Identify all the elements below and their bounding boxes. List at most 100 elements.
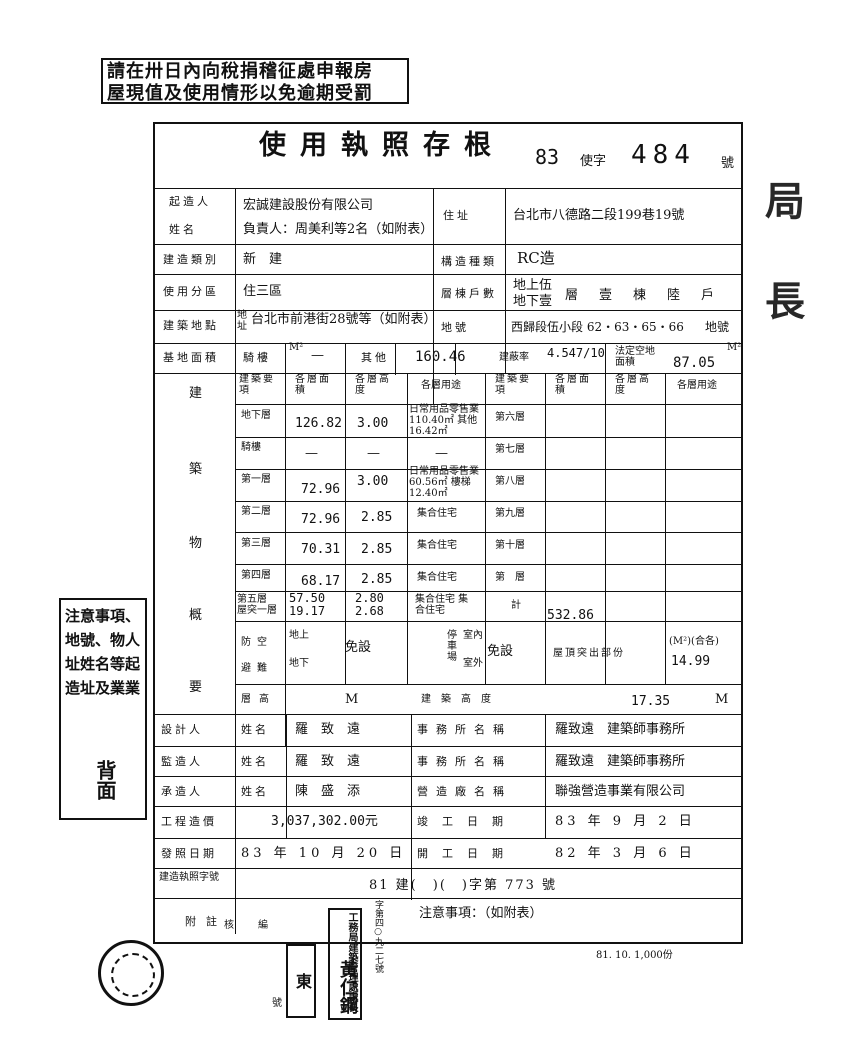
zone-label: 使用分區 (163, 285, 219, 298)
total-label: 計 (511, 600, 521, 611)
floor-height: 2.85 (361, 572, 393, 587)
floor2-label: 第十層 (495, 540, 525, 551)
floor2-label: 第八層 (495, 476, 525, 487)
bldg-side-1: 建 (189, 386, 203, 401)
applicant-address: 台北市八德路二段199巷19號 (513, 208, 685, 223)
bldg-side-4: 概 (189, 608, 203, 623)
lot-label: 地號 (441, 321, 469, 334)
permit-char: 使字 (580, 154, 607, 169)
applicant-rep: 負責人：周美利等2名（如附表） (243, 222, 434, 237)
cost-label: 工程造價 (161, 815, 217, 828)
floors-below: 地下壹 (513, 294, 553, 309)
floor-area: — (305, 446, 318, 461)
other-label: 其他 (361, 351, 389, 364)
floor-height: 3.00 (357, 416, 389, 431)
contractor-office-label: 營造廠名稱 (417, 785, 512, 798)
floor-area: 126.82 (295, 416, 342, 431)
form-footer: 81. 10. 1,000份 (596, 950, 673, 961)
roof-value: 14.99 (671, 654, 711, 669)
coverage-label: 建蔽率 (499, 352, 529, 363)
col-height-2: 各層高度 (615, 374, 651, 396)
parking-label: 停車場 (447, 630, 457, 663)
chief-stamp: 工務局建築管理處處長 (328, 908, 362, 1020)
total-area: 532.86 (547, 608, 594, 623)
floors-label: 層棟戶數 (441, 287, 497, 300)
floor-height: — (367, 446, 380, 461)
floor-area: 68.17 (301, 574, 341, 589)
open-unit: M² (727, 342, 742, 353)
lot-suffix: 地號 (705, 320, 730, 334)
floor-area: 72.96 (301, 512, 341, 527)
roof-label: 屋頂突出部份 (553, 648, 625, 659)
chief-stamp-text: 工務局建築管理處處長 (346, 912, 357, 1012)
supervisor-office: 羅致遠 建築師事務所 (555, 754, 686, 769)
done-value: 83 年 9 月 2 日 (555, 814, 696, 829)
floor-label: 第四層 (241, 570, 271, 581)
remarks-label: 附註 (185, 915, 227, 928)
col-item: 建築要項 (239, 374, 275, 396)
area-label: 基地面積 (163, 351, 219, 364)
start-label: 開工日期 (417, 847, 517, 860)
bldg-height-unit: M (715, 692, 729, 707)
parking-in: 室內 (463, 630, 483, 641)
col-area-2: 各層面積 (555, 374, 591, 396)
check-label: 核 (224, 920, 234, 931)
side-note-text: 注意事項、地號、物人址姓名等起造址及業業 (65, 607, 141, 697)
other-value: 160.46 (415, 349, 466, 365)
floor2-label: 第七層 (495, 444, 525, 455)
open-value: 87.05 (673, 355, 716, 371)
lot-value: 西歸段伍小段 62‧63‧65‧66 (511, 320, 684, 334)
shelter-below: 地下 (289, 658, 309, 669)
col-use: 各層用途 (421, 380, 461, 391)
permit-label: 建造執照字號 (159, 872, 219, 883)
floor-area: 70.31 (301, 542, 341, 557)
contractor-label: 承造人 (161, 785, 203, 798)
type-value: 新 建 (243, 252, 283, 267)
start-value: 82 年 3 月 6 日 (555, 846, 696, 861)
permit-suffix: 號 (721, 156, 735, 171)
floor-label: 第五層 屋突一層 (237, 594, 277, 616)
site-addr-mark: 地址 (237, 310, 247, 332)
shelter-above: 地上 (289, 630, 309, 641)
side-note: 注意事項、地號、物人址姓名等起造址及業業 背面 (59, 598, 147, 820)
floor-use: 日常用品零售業110.40㎡ 其他16.42㎡ (409, 404, 479, 437)
floor-height-value: M (345, 692, 359, 707)
contractor-name-label: 姓名 (241, 785, 269, 798)
applicant-company: 宏誠建設股份有限公司 (243, 198, 374, 213)
designer-office: 羅致遠 建築師事務所 (555, 722, 686, 737)
floor-height: 2.85 (361, 510, 393, 525)
floor2-label: 第九層 (495, 508, 525, 519)
approval-stamp-char: 東 (293, 973, 312, 989)
floor-label: 第三層 (241, 538, 271, 549)
site-address: 台北市前港街28號等（如附表） (251, 312, 437, 327)
designer-office-label: 事務所名稱 (417, 723, 512, 736)
floor-label: 第二層 (241, 506, 271, 517)
shelter-label: 防空避難 (241, 637, 273, 674)
right-margin-stamp: 局長 (758, 180, 805, 380)
floor-use: 集合住宅 集合住宅 (415, 594, 469, 616)
bldg-height-label: 建築高度 (421, 694, 501, 705)
ride-unit: M² (289, 342, 304, 353)
ride-label: 騎樓 (243, 351, 271, 364)
tax-notice: 請在卅日內向稅捐稽征處申報房 屋現值及使用情形以免逾期受罰 (101, 58, 409, 104)
roof-note: (M²)(合各) (669, 636, 719, 647)
floor-area: 72.96 (301, 482, 341, 497)
site-label: 建築地點 (163, 319, 219, 332)
col-item-2: 建築要項 (495, 374, 531, 396)
floor-use: 集合住宅 (417, 508, 457, 519)
supervisor-office-label: 事務所名稱 (417, 755, 512, 768)
vertical-note: 字第四○九二七號 (373, 900, 383, 973)
round-seal (98, 940, 164, 1006)
floors-text: 層 壹 棟 陸 戶 (565, 288, 719, 303)
sign-label: 號 (272, 998, 282, 1009)
designer-label: 設計人 (161, 723, 203, 736)
address-label: 住址 (443, 209, 471, 222)
applicant-name-label: 姓名 (169, 223, 197, 236)
floor2-label: 第六層 (495, 412, 525, 423)
bldg-side-3: 物 (189, 536, 203, 551)
approval-stamp: 東 (286, 944, 316, 1018)
open-label: 法定空地面積 (615, 346, 655, 368)
supervisor-label: 監造人 (161, 755, 203, 768)
floor-area: 57.50 19.17 (289, 591, 326, 618)
cost-value: 3,037,302.00元 (271, 814, 378, 829)
